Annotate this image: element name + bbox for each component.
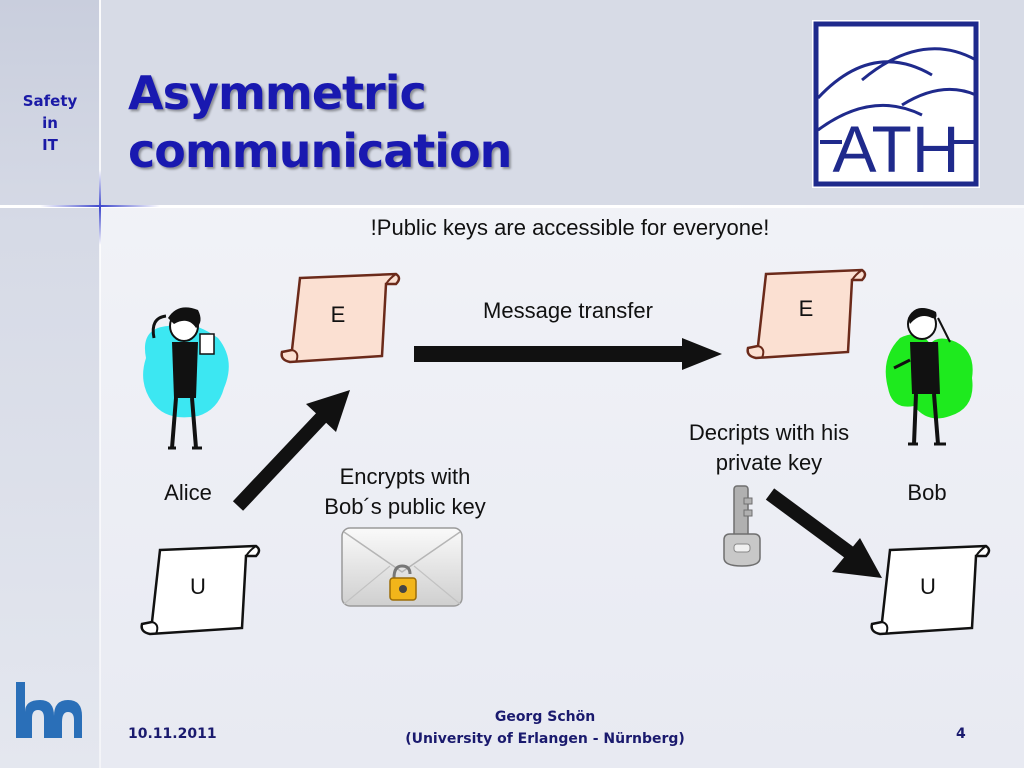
divider-vertical [99,0,101,768]
arrow-decrypt [765,488,882,578]
scroll-plain-alice [140,544,261,636]
university-logo [16,682,82,738]
encrypts-label: Encrypts with Bob´s public key [298,462,512,522]
slide-title-line1: Asymmetric [128,66,427,120]
slide-title: Asymmetric communication [128,64,512,180]
scroll-plain-bob [870,544,991,636]
envelope-lock-icon [341,527,463,607]
footer-page-number: 4 [956,726,966,742]
arrow-message-transfer [414,338,722,370]
alice-label: Alice [164,480,212,505]
scroll-encrypted-bob-label: E [798,296,814,321]
key-icon [723,485,761,567]
scroll-plain-alice-label: U [190,574,206,599]
scroll-encrypted-bob [746,268,867,360]
scroll-encrypted-alice [280,272,401,364]
decripts-label-line2: private key [715,450,823,475]
encrypts-label-line1: Encrypts with [339,464,471,489]
footer-author: Georg Schön (University of Erlangen - Nü… [380,706,710,750]
ath-logo-graphic: ATH [813,21,979,187]
scroll-encrypted-alice-label: E [330,302,346,327]
footer-date: 10.11.2011 [128,726,217,742]
ath-logo: ATH [812,20,980,188]
alice-figure [143,307,229,450]
footer-affiliation: (University of Erlangen - Nürnberg) [405,731,685,747]
course-label-line2: in [42,114,58,132]
sidebar-band [0,0,100,768]
sparkle-vertical [99,170,101,245]
subtitle: !Public keys are accessible for everyone… [370,215,770,240]
bob-label: Bob [907,480,947,505]
scroll-plain-bob-label: U [920,574,936,599]
bob-figure [885,308,973,446]
decripts-label: Decripts with his private key [664,418,874,478]
encrypts-label-line2: Bob´s public key [324,494,486,519]
footer-author-name: Georg Schön [494,709,596,725]
arrow-encrypt [232,390,350,511]
slide-title-line2: communication [128,124,512,178]
ath-logo-text: ATH [832,112,959,186]
course-label-line1: Safety [22,92,78,110]
message-transfer-label: Message transfer [483,298,653,323]
decripts-label-line1: Decripts with his [688,420,850,445]
course-label: Safety in IT [10,90,90,156]
course-label-line3: IT [42,136,58,154]
divider-horizontal [0,205,1024,208]
